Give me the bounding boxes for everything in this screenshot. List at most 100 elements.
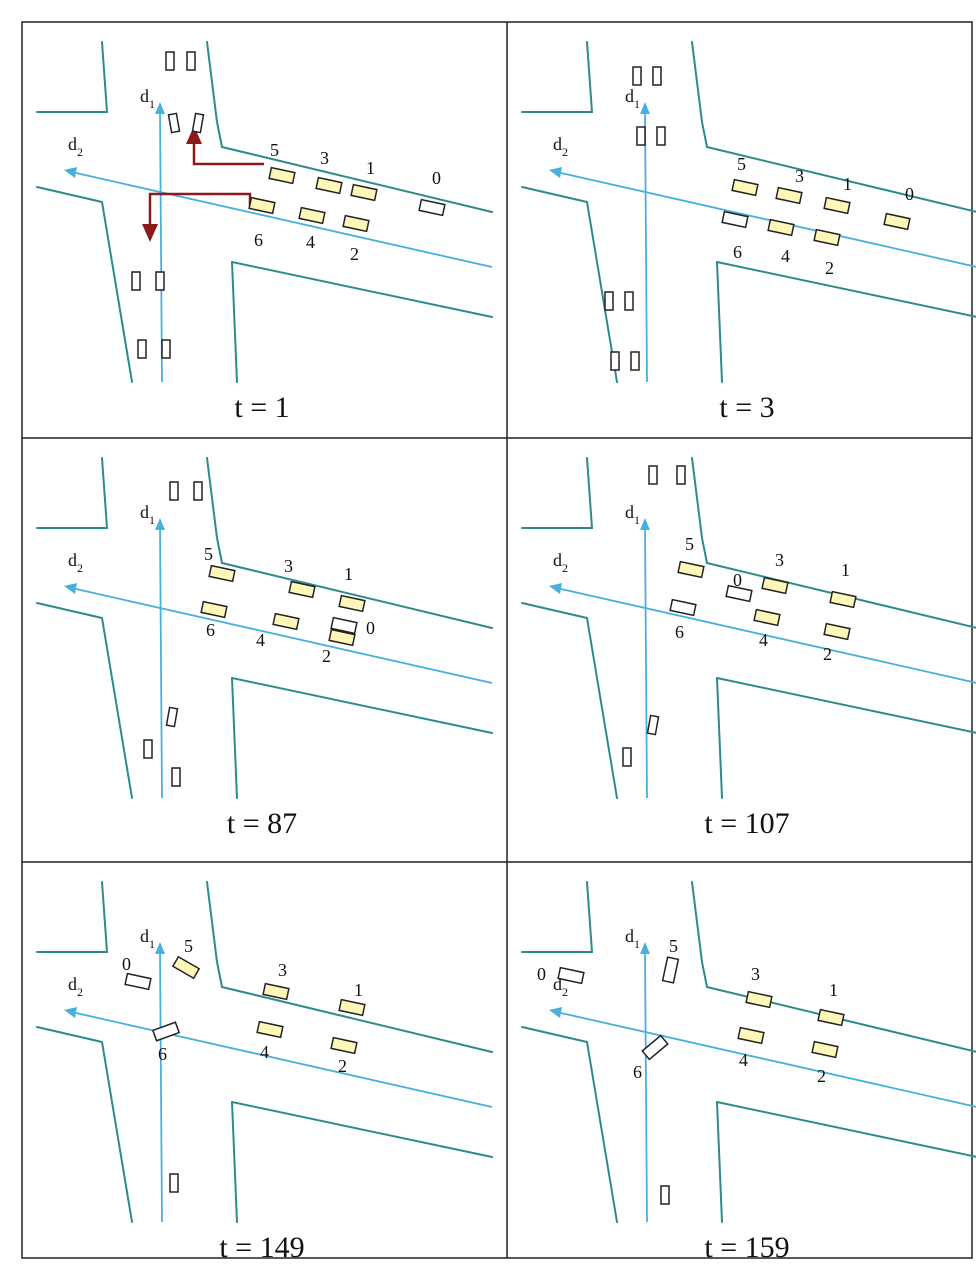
vehicle-0-label: 0 (432, 168, 441, 188)
vehicle-unlabeled (186, 51, 196, 71)
vehicle-2 (823, 622, 851, 641)
d1-label: d (625, 86, 634, 106)
d2-subscript: 2 (562, 561, 568, 575)
vehicle-4 (256, 1020, 284, 1039)
direction-d1-arrow (640, 102, 650, 383)
vehicle-unlabeled (660, 1185, 670, 1205)
vehicle-unlabeled (604, 291, 614, 311)
vehicle-2 (342, 214, 370, 233)
road-edge-5 (231, 677, 493, 734)
vehicle-5 (171, 955, 201, 980)
vehicle-unlabeled (646, 714, 660, 736)
vehicle-5-label: 5 (270, 140, 279, 160)
d1-label: d (625, 926, 634, 946)
vehicle-5-label: 5 (184, 936, 193, 956)
vehicle-unlabeled (636, 126, 646, 146)
road-edge-1 (521, 457, 594, 529)
d2-subscript: 2 (562, 145, 568, 159)
road-edge-3 (691, 881, 976, 1053)
vehicle-unlabeled (652, 66, 662, 86)
vehicle-0 (725, 584, 753, 603)
vehicle-6-label: 6 (733, 242, 742, 262)
vehicle-0-label: 0 (905, 184, 914, 204)
vehicle-5 (268, 166, 296, 185)
vehicle-3-label: 3 (278, 960, 287, 980)
direction-d2-arrow (64, 1007, 493, 1108)
vehicle-4 (298, 206, 326, 225)
vehicle-4 (737, 1026, 765, 1045)
outer-frame (21, 21, 973, 1259)
vehicle-2-label: 2 (338, 1056, 347, 1076)
road-edge-5 (716, 1101, 976, 1158)
vehicle-2-label: 2 (322, 646, 331, 666)
d1-label: d (625, 502, 634, 522)
vehicle-unlabeled (171, 767, 181, 787)
d1-subscript: 1 (149, 513, 155, 527)
road-edge-1 (521, 881, 594, 953)
vehicle-unlabeled (161, 339, 171, 359)
vehicle-5 (677, 560, 705, 579)
vehicle-unlabeled (632, 66, 642, 86)
road-edge-5 (231, 1101, 493, 1158)
vehicle-3 (315, 176, 343, 195)
vehicle-6-label: 6 (675, 622, 684, 642)
road-edge-5 (716, 261, 976, 318)
vehicle-5 (731, 178, 759, 197)
d2-label: d (68, 550, 77, 570)
vehicle-0-label: 0 (366, 618, 375, 638)
road-edge-3 (206, 41, 493, 213)
vehicle-1-label: 1 (344, 564, 353, 584)
vehicle-unlabeled (624, 291, 634, 311)
road-edge-2 (36, 186, 133, 383)
road-edge-2 (521, 602, 618, 799)
vehicle-6 (641, 1034, 669, 1061)
vehicle-unlabeled (137, 339, 147, 359)
vehicle-4-label: 4 (739, 1050, 748, 1070)
vehicle-5-label: 5 (685, 534, 694, 554)
vehicle-3 (761, 576, 789, 595)
d1-label: d (140, 926, 149, 946)
vehicle-1-label: 1 (829, 980, 838, 1000)
vehicle-4 (767, 218, 795, 237)
vehicle-3 (288, 580, 316, 599)
d1-label: d (140, 86, 149, 106)
vehicle-6 (151, 1021, 181, 1042)
vehicle-2-label: 2 (817, 1066, 826, 1086)
road-edge-4 (231, 677, 238, 799)
turn-arrows (142, 126, 264, 242)
vehicle-6 (669, 598, 697, 617)
vehicle-4-label: 4 (306, 232, 315, 252)
vehicle-4-label: 4 (781, 246, 790, 266)
direction-d1-arrow (640, 518, 650, 799)
vehicle-4 (753, 608, 781, 627)
vehicle-5-label: 5 (669, 936, 678, 956)
direction-d2-arrow (549, 583, 976, 684)
road-edge-2 (521, 186, 618, 383)
d1-subscript: 1 (634, 97, 640, 111)
vehicle-2-label: 2 (823, 644, 832, 664)
vehicle-3-label: 3 (751, 964, 760, 984)
direction-d1-arrow (640, 942, 650, 1223)
panel-caption: t = 107 (704, 807, 789, 840)
d1-subscript: 1 (149, 937, 155, 951)
vehicle-3-label: 3 (775, 550, 784, 570)
d2-label: d (553, 974, 562, 994)
vehicle-0 (883, 212, 911, 231)
direction-d1-arrow (155, 942, 165, 1223)
panel-caption: t = 1 (234, 391, 289, 424)
vehicle-1-label: 1 (841, 560, 850, 580)
vehicle-0 (330, 616, 358, 635)
vehicle-1-label: 1 (843, 174, 852, 194)
road-edge-5 (716, 677, 976, 734)
d2-subscript: 2 (77, 561, 83, 575)
road-edge-4 (231, 261, 238, 383)
vehicle-5-label: 5 (737, 154, 746, 174)
vehicle-3 (262, 982, 290, 1001)
d2-label: d (553, 134, 562, 154)
direction-d2-arrow (64, 167, 493, 268)
d1-subscript: 1 (634, 937, 640, 951)
